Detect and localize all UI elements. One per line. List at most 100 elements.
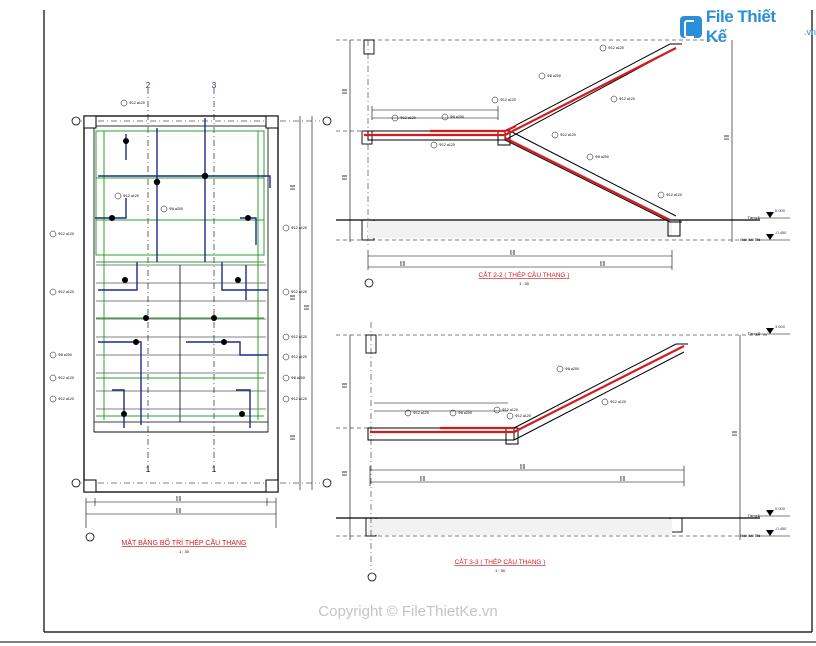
callout-22-1: Φ12 a120 — [599, 44, 624, 52]
svg-text:Φ12 a120: Φ12 a120 — [619, 97, 635, 101]
grid-axis-bubbles — [71, 116, 332, 542]
column-br — [265, 479, 279, 493]
section-22-title: CẮT 2-2 ( THÉP CẦU THANG ) — [479, 269, 570, 279]
rebar-callouts-33: Φ8 a200 Φ12 a120 Φ12 a120 Φ8 a200 Φ12 a1… — [404, 365, 626, 420]
svg-text:Φ8 a200: Φ8 a200 — [450, 115, 464, 119]
dimension-ticks-33: |||| |||| |||| |||| |||| |||| — [342, 383, 738, 482]
svg-text:||||: |||| — [620, 476, 625, 482]
callout-33-5: Φ12 a120 — [404, 409, 429, 417]
level-name-33-3: Mặt đất TN — [740, 533, 760, 538]
svg-text:Φ12 a120: Φ12 a120 — [610, 400, 626, 404]
plan-callout-5: Φ12 a120 — [282, 224, 307, 232]
svg-text:Φ12 a120: Φ12 a120 — [500, 98, 516, 102]
svg-text:||||: |||| — [520, 464, 525, 470]
section-22-scale: 1 : 30 — [519, 281, 530, 286]
svg-text:Φ12 a120: Φ12 a120 — [608, 46, 624, 50]
svg-text:Φ12 a120: Φ12 a120 — [58, 397, 74, 401]
svg-text:Φ12 a120: Φ12 a120 — [502, 408, 518, 412]
grid-label-top-2: 3 — [212, 81, 217, 90]
level-name-33-2: Tầng 1 — [748, 513, 761, 518]
plan-callout-7: Φ12 a120 — [49, 288, 74, 296]
grid-label-bottom-2: 1 — [212, 465, 217, 474]
column-tl — [83, 115, 97, 129]
svg-text:Φ12 a120: Φ12 a120 — [400, 116, 416, 120]
plan-callout-1: Φ12 a120 — [120, 99, 145, 107]
level-value-22-2: -0.450 — [775, 230, 787, 235]
plan-callout-14: Φ12 a120 — [282, 333, 307, 341]
svg-text:||||: |||| — [724, 135, 730, 140]
dimensions-33 — [349, 335, 741, 540]
svg-text:Φ12 a120: Φ12 a120 — [291, 226, 307, 230]
level-marker-33-3: Mặt đất TN -0.450 — [740, 526, 790, 538]
callout-22-10: Φ12 a120 — [657, 191, 682, 199]
plan-callout-9: Φ12 a120 — [282, 353, 307, 361]
svg-text:||||: |||| — [420, 476, 425, 482]
svg-text:||||: |||| — [342, 471, 348, 476]
svg-text:Φ8 a200: Φ8 a200 — [169, 207, 183, 211]
callout-33-2: Φ12 a120 — [601, 398, 626, 406]
stair-plan-view: |||| |||| |||| |||| |||| |||| 2 3 1 1 Φ1… — [49, 81, 332, 554]
plan-rebar-callouts: Φ12 a120 Φ12 a120 Φ8 a200 Φ12 a120 Φ12 a… — [49, 99, 307, 403]
column-bl — [83, 479, 97, 493]
callout-22-7: Φ12 a120 — [430, 141, 455, 149]
grid-label-top-1: 2 — [146, 81, 151, 90]
plan-outline — [83, 115, 279, 493]
svg-text:||||: |||| — [176, 496, 181, 502]
svg-text:Φ12 a120: Φ12 a120 — [666, 193, 682, 197]
svg-text:||||: |||| — [304, 305, 310, 310]
callout-22-9: Φ12 a120 — [551, 131, 576, 139]
svg-text:Φ12 a120: Φ12 a120 — [58, 376, 74, 380]
stair-concrete-22 — [367, 43, 682, 237]
svg-text:||||: |||| — [290, 295, 296, 300]
red-rebar-22 — [364, 47, 677, 221]
rebar-callouts-22: Φ12 a120 Φ8 a200 Φ12 a120 Φ12 a120 Φ8 a2… — [391, 44, 682, 199]
plan-callout-6: Φ8 a200 — [49, 351, 72, 359]
svg-text:Φ8 a200: Φ8 a200 — [58, 353, 72, 357]
filethietke-logo[interactable]: File Thiết Kế .vn — [680, 7, 816, 46]
level-name-22-1: Tầng 1 — [748, 215, 761, 220]
logo-suffix: .vn — [803, 27, 816, 37]
axis-bubble-33 — [367, 572, 377, 582]
level-value-33-1: 3.600 — [775, 324, 786, 329]
svg-text:Φ12 a120: Φ12 a120 — [129, 101, 145, 105]
callout-22-4: Φ12 a120 — [610, 95, 635, 103]
callout-22-8: Φ8 a200 — [586, 153, 609, 161]
svg-text:||||: |||| — [342, 175, 348, 180]
section-2-2-view: |||| |||| |||| |||| |||| |||| Φ12 a120 Φ… — [336, 39, 790, 288]
callout-33-4: Φ8 a200 — [449, 409, 472, 417]
svg-text:||||: |||| — [400, 261, 405, 267]
svg-text:Φ8 a200: Φ8 a200 — [291, 376, 305, 380]
svg-text:||||: |||| — [342, 89, 348, 94]
svg-text:||||: |||| — [510, 250, 515, 256]
plan-callout-2: Φ12 a120 — [114, 192, 139, 200]
section-33-scale: 1 : 30 — [495, 568, 506, 573]
dimension-ticks: |||| |||| |||| |||| |||| |||| — [176, 185, 310, 514]
column-tr — [265, 115, 279, 129]
dimension-ticks-22: |||| |||| |||| |||| |||| |||| — [342, 89, 730, 267]
plan-callout-11: Φ12 a120 — [49, 374, 74, 382]
logo-icon — [680, 16, 702, 38]
level-marker-22-2: Mặt đất TN -0.450 — [740, 230, 790, 242]
stair-concrete-33 — [367, 343, 688, 445]
plan-callout-12: Φ12 a120 — [49, 395, 74, 403]
dimensions-22 — [349, 40, 733, 270]
svg-text:Φ12 a120: Φ12 a120 — [560, 133, 576, 137]
plan-callout-3: Φ8 a200 — [160, 205, 183, 213]
plan-callout-8: Φ12 a120 — [282, 288, 307, 296]
copyright-watermark: Copyright © FileThietKe.vn — [318, 603, 498, 620]
level-marker-33-2: Tầng 1 0.000 — [748, 506, 790, 518]
logo-text: File Thiết Kế — [705, 7, 776, 46]
callout-22-5: Φ8 a200 — [441, 113, 464, 121]
svg-text:||||: |||| — [732, 431, 738, 436]
svg-text:Φ12 a120: Φ12 a120 — [58, 290, 74, 294]
svg-text:Φ8 a200: Φ8 a200 — [547, 74, 561, 78]
svg-text:Φ12 a120: Φ12 a120 — [413, 411, 429, 415]
level-marker-22-1: Tầng 1 0.000 — [748, 208, 790, 220]
level-marker-33-1: Tầng 2 3.600 — [748, 324, 790, 336]
red-rebar-33 — [370, 345, 685, 434]
svg-text:||||: |||| — [600, 261, 605, 267]
svg-text:Φ8 a200: Φ8 a200 — [595, 155, 609, 159]
section-33-title: CẮT 3-3 ( THÉP CẦU THANG ) — [455, 556, 546, 566]
svg-text:Φ12 a120: Φ12 a120 — [58, 232, 74, 236]
